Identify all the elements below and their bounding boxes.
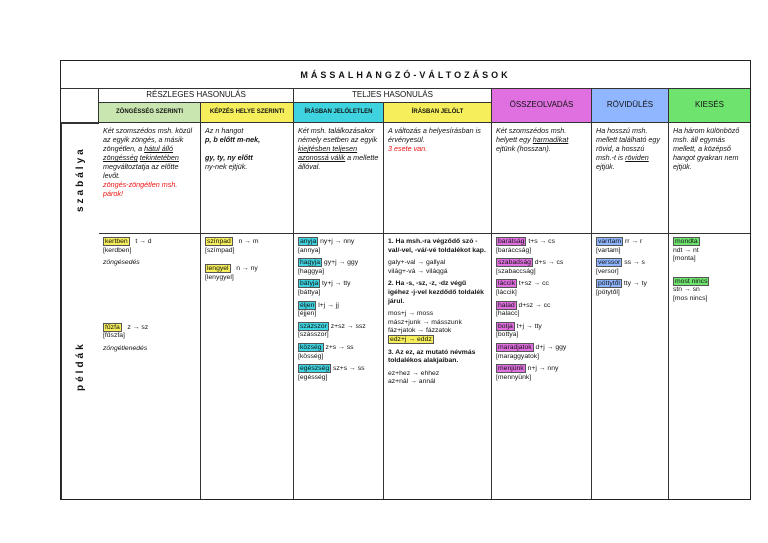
header-rovidules: RÖVIDÜLÉS [592, 89, 669, 123]
examples-zongesseg: kertben t → d[kerdben] zöngésedés fűzfa … [99, 234, 201, 499]
rule-jelolt: A változás a helyesírásban is érvényesül… [384, 123, 492, 234]
examples-jeloletlen: anyja ny+j → nny[annya] hagyja gy+j → gg… [294, 234, 384, 499]
rule-kieses: Ha három különböző msh. áll egymás melle… [669, 123, 750, 234]
header-teljes: TELJES HASONULÁS [294, 89, 492, 103]
rule-note: zöngés-zöngétlen msh. párok! [103, 180, 178, 198]
header-kieses: KIESÉS [669, 89, 750, 123]
rule-jeloletlen: Két msh. találkozásakor némely esetben a… [294, 123, 384, 234]
rule-zongesseg: Két szomszédos msh. közül az egyik zöngé… [99, 123, 201, 234]
rule-rovidules: Ha hosszú msh. mellett található egy röv… [592, 123, 669, 234]
examples-kepzes: színpad n → m[szímpad] lengyel n → ny[le… [201, 234, 294, 499]
table-frame: MÁSSALHANGZÓ-VÁLTOZÁSOK RÉSZLEGES HASONU… [60, 60, 751, 500]
subhead-jelolt: ÍRÁSBAN JELÖLT [384, 103, 492, 123]
examples-jelolt: 1. Ha msh.-ra végződő szó -val/-vel, -vá… [384, 234, 492, 499]
examples-rovidules: varrtam rr → r[vartam] verssor ss → s[ve… [592, 234, 669, 499]
examples-osszeolvadas: barátság t+s → cs[baráccság] szabadság d… [492, 234, 592, 499]
page-title: MÁSSALHANGZÓ-VÁLTOZÁSOK [61, 61, 750, 89]
header-reszleges: RÉSZLEGES HASONULÁS [99, 89, 294, 103]
side-label-szabalya: szabálya [61, 123, 99, 234]
subhead-zongesseg: ZÖNGÉSSÉG SZERINTI [99, 103, 201, 123]
subhead-kepzes: KÉPZÉS HELYE SZERINTI [201, 103, 294, 123]
subhead-jeloletlen: ÍRÁSBAN JELÖLETLEN [294, 103, 384, 123]
corner-cell [61, 89, 99, 123]
side-label-peldak: példák [61, 234, 99, 499]
header-osszeolvadas: ÖSSZEOLVADÁS [492, 89, 592, 123]
rule-osszeolvadas: Két szomszédos msh. helyett egy harmadik… [492, 123, 592, 234]
